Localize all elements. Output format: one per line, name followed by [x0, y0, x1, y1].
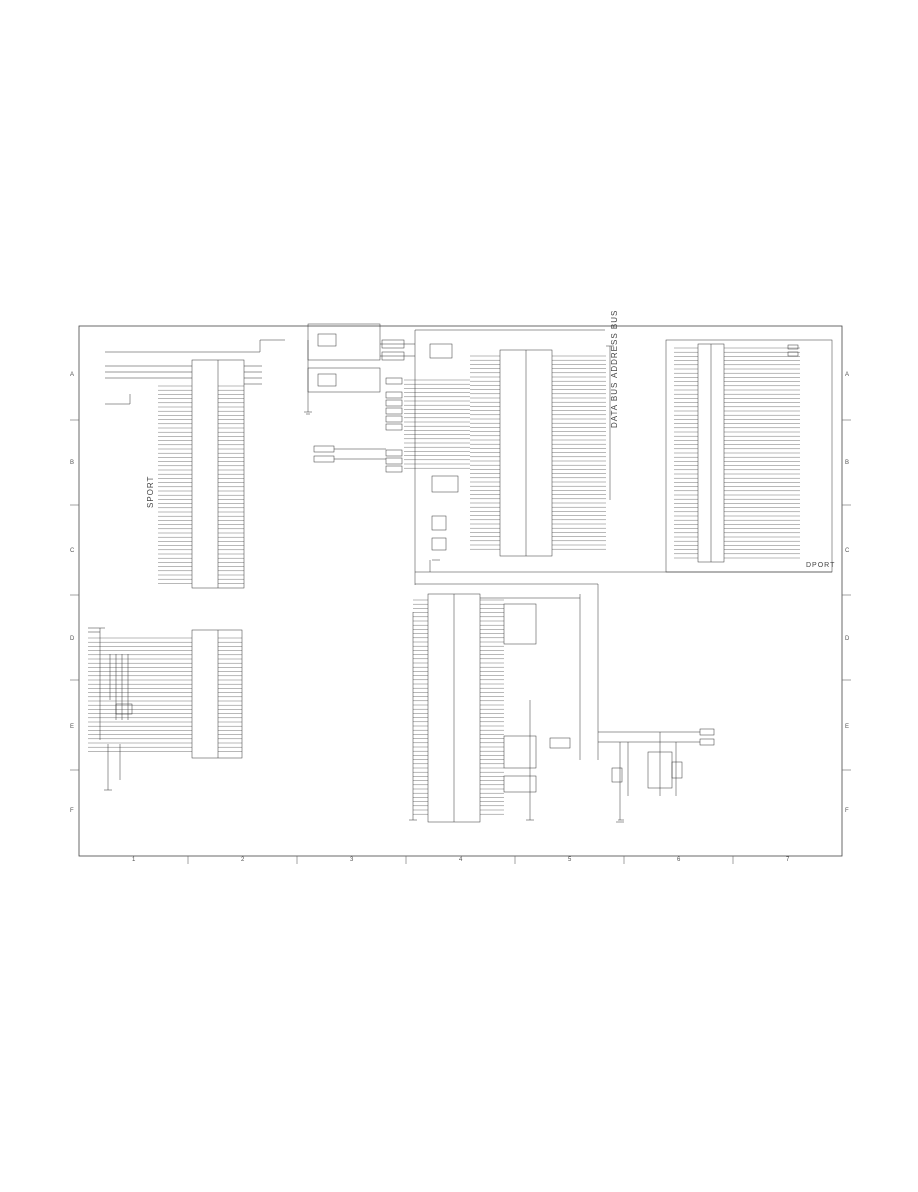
row-ticks-left — [70, 419, 79, 771]
sheet-border — [78, 325, 843, 857]
col-mark-5: 5 — [568, 857, 572, 863]
row-mark-e-right: E — [845, 724, 850, 730]
lower-left-connector-pins — [88, 637, 242, 752]
row-mark-f-right: F — [845, 808, 849, 814]
relay-block — [307, 323, 605, 585]
main-ic-pins — [404, 355, 606, 550]
row-mark-f-left: F — [70, 808, 74, 814]
col-mark-3: 3 — [350, 857, 354, 863]
col-mark-7: 7 — [786, 857, 790, 863]
sport-label: SPORT — [146, 475, 155, 508]
row-mark-a-left: A — [70, 372, 75, 378]
power-block — [598, 728, 715, 821]
dport-connector-block — [665, 339, 833, 573]
col-mark-1: 1 — [132, 857, 136, 863]
lower-left-connector-block — [88, 627, 243, 790]
row-mark-d-right: D — [845, 636, 850, 642]
row-mark-e-left: E — [70, 724, 75, 730]
col-mark-2: 2 — [241, 857, 245, 863]
address-bus-label: ADDRESS BUS — [610, 309, 619, 378]
main-ic-block — [415, 345, 832, 573]
row-mark-a-right: A — [845, 372, 850, 378]
col-mark-6: 6 — [677, 857, 681, 863]
data-bus-label: DATA BUS — [610, 381, 619, 428]
row-mark-d-left: D — [70, 636, 75, 642]
sport-connector-block — [105, 339, 285, 589]
dport-connector-pins — [674, 347, 800, 559]
large-ic-block — [412, 583, 599, 823]
col-mark-4: 4 — [459, 857, 463, 863]
dport-label: DPORT — [806, 562, 836, 569]
sport-connector-pins — [158, 385, 244, 584]
ground-symbols — [104, 411, 624, 823]
col-ticks-bottom — [187, 856, 734, 864]
row-mark-b-left: B — [70, 460, 75, 466]
large-ic-pins — [413, 599, 504, 815]
row-mark-c-right: C — [845, 548, 850, 554]
row-ticks-right — [842, 419, 851, 771]
row-mark-c-left: C — [70, 548, 75, 554]
row-mark-b-right: B — [845, 460, 850, 466]
